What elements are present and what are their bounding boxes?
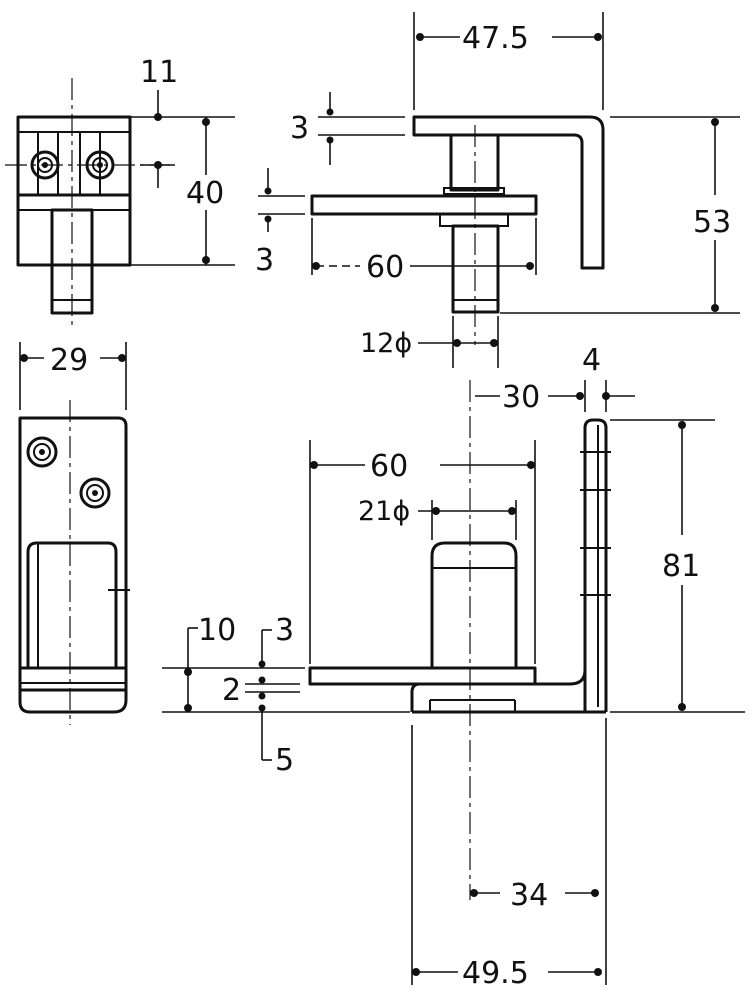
dim-40: 40 <box>130 117 235 266</box>
dim-3-top-label: 3 <box>290 111 309 146</box>
dim-60-top: 60 <box>311 218 537 285</box>
dim-3-base-label: 3 <box>255 243 274 278</box>
dim-3-top: 3 <box>290 92 405 165</box>
screw-hole-icon <box>26 436 58 468</box>
dim-29: 29 <box>19 342 127 410</box>
dim-12-diameter-label: 12ϕ <box>360 328 412 359</box>
dim-2: 2 <box>222 673 300 708</box>
dim-2-label: 2 <box>222 673 241 708</box>
dim-49-5: 49.5 <box>411 725 602 991</box>
dim-60-top-label: 60 <box>366 250 404 285</box>
dim-49-5-label: 49.5 <box>462 956 529 991</box>
dim-34: 34 <box>470 718 607 985</box>
dim-29-label: 29 <box>50 343 88 378</box>
dim-10: 10 <box>162 613 410 713</box>
dim-21-diameter-label: 21ϕ <box>358 496 410 527</box>
screw-hole-icon <box>79 477 111 509</box>
dim-60-bottom-label: 60 <box>370 449 408 484</box>
dim-4: 4 <box>582 343 635 412</box>
dim-30: 30 <box>475 380 586 415</box>
dim-21-diameter: 21ϕ <box>358 496 517 540</box>
dim-60-bottom: 60 <box>309 440 536 664</box>
dim-3-base: 3 <box>255 168 305 278</box>
dim-53-label: 53 <box>693 205 731 240</box>
dim-10-label: 10 <box>198 613 236 648</box>
dim-30-label: 30 <box>502 380 540 415</box>
dim-11-label: 11 <box>140 55 178 90</box>
dim-4-label: 4 <box>582 343 601 378</box>
dim-81-label: 81 <box>662 549 700 584</box>
bottom-right-view <box>308 380 611 900</box>
dim-3-bottom-label: 3 <box>275 613 294 648</box>
dim-12-diameter: 12ϕ <box>360 316 499 368</box>
dim-3-bottom: 3 <box>258 613 294 668</box>
dim-81: 81 <box>610 419 745 713</box>
dim-53: 53 <box>500 116 740 314</box>
dim-5-label: 5 <box>275 743 294 778</box>
dim-47-5: 47.5 <box>413 12 604 110</box>
dim-40-label: 40 <box>186 176 224 211</box>
dim-5: 5 <box>258 704 294 778</box>
dim-34-label: 34 <box>510 878 548 913</box>
top-right-view <box>310 115 605 345</box>
dim-47-5-label: 47.5 <box>462 21 529 56</box>
dim-11: 11 <box>130 55 235 188</box>
bottom-left-view <box>18 400 130 725</box>
top-left-view <box>5 78 170 325</box>
